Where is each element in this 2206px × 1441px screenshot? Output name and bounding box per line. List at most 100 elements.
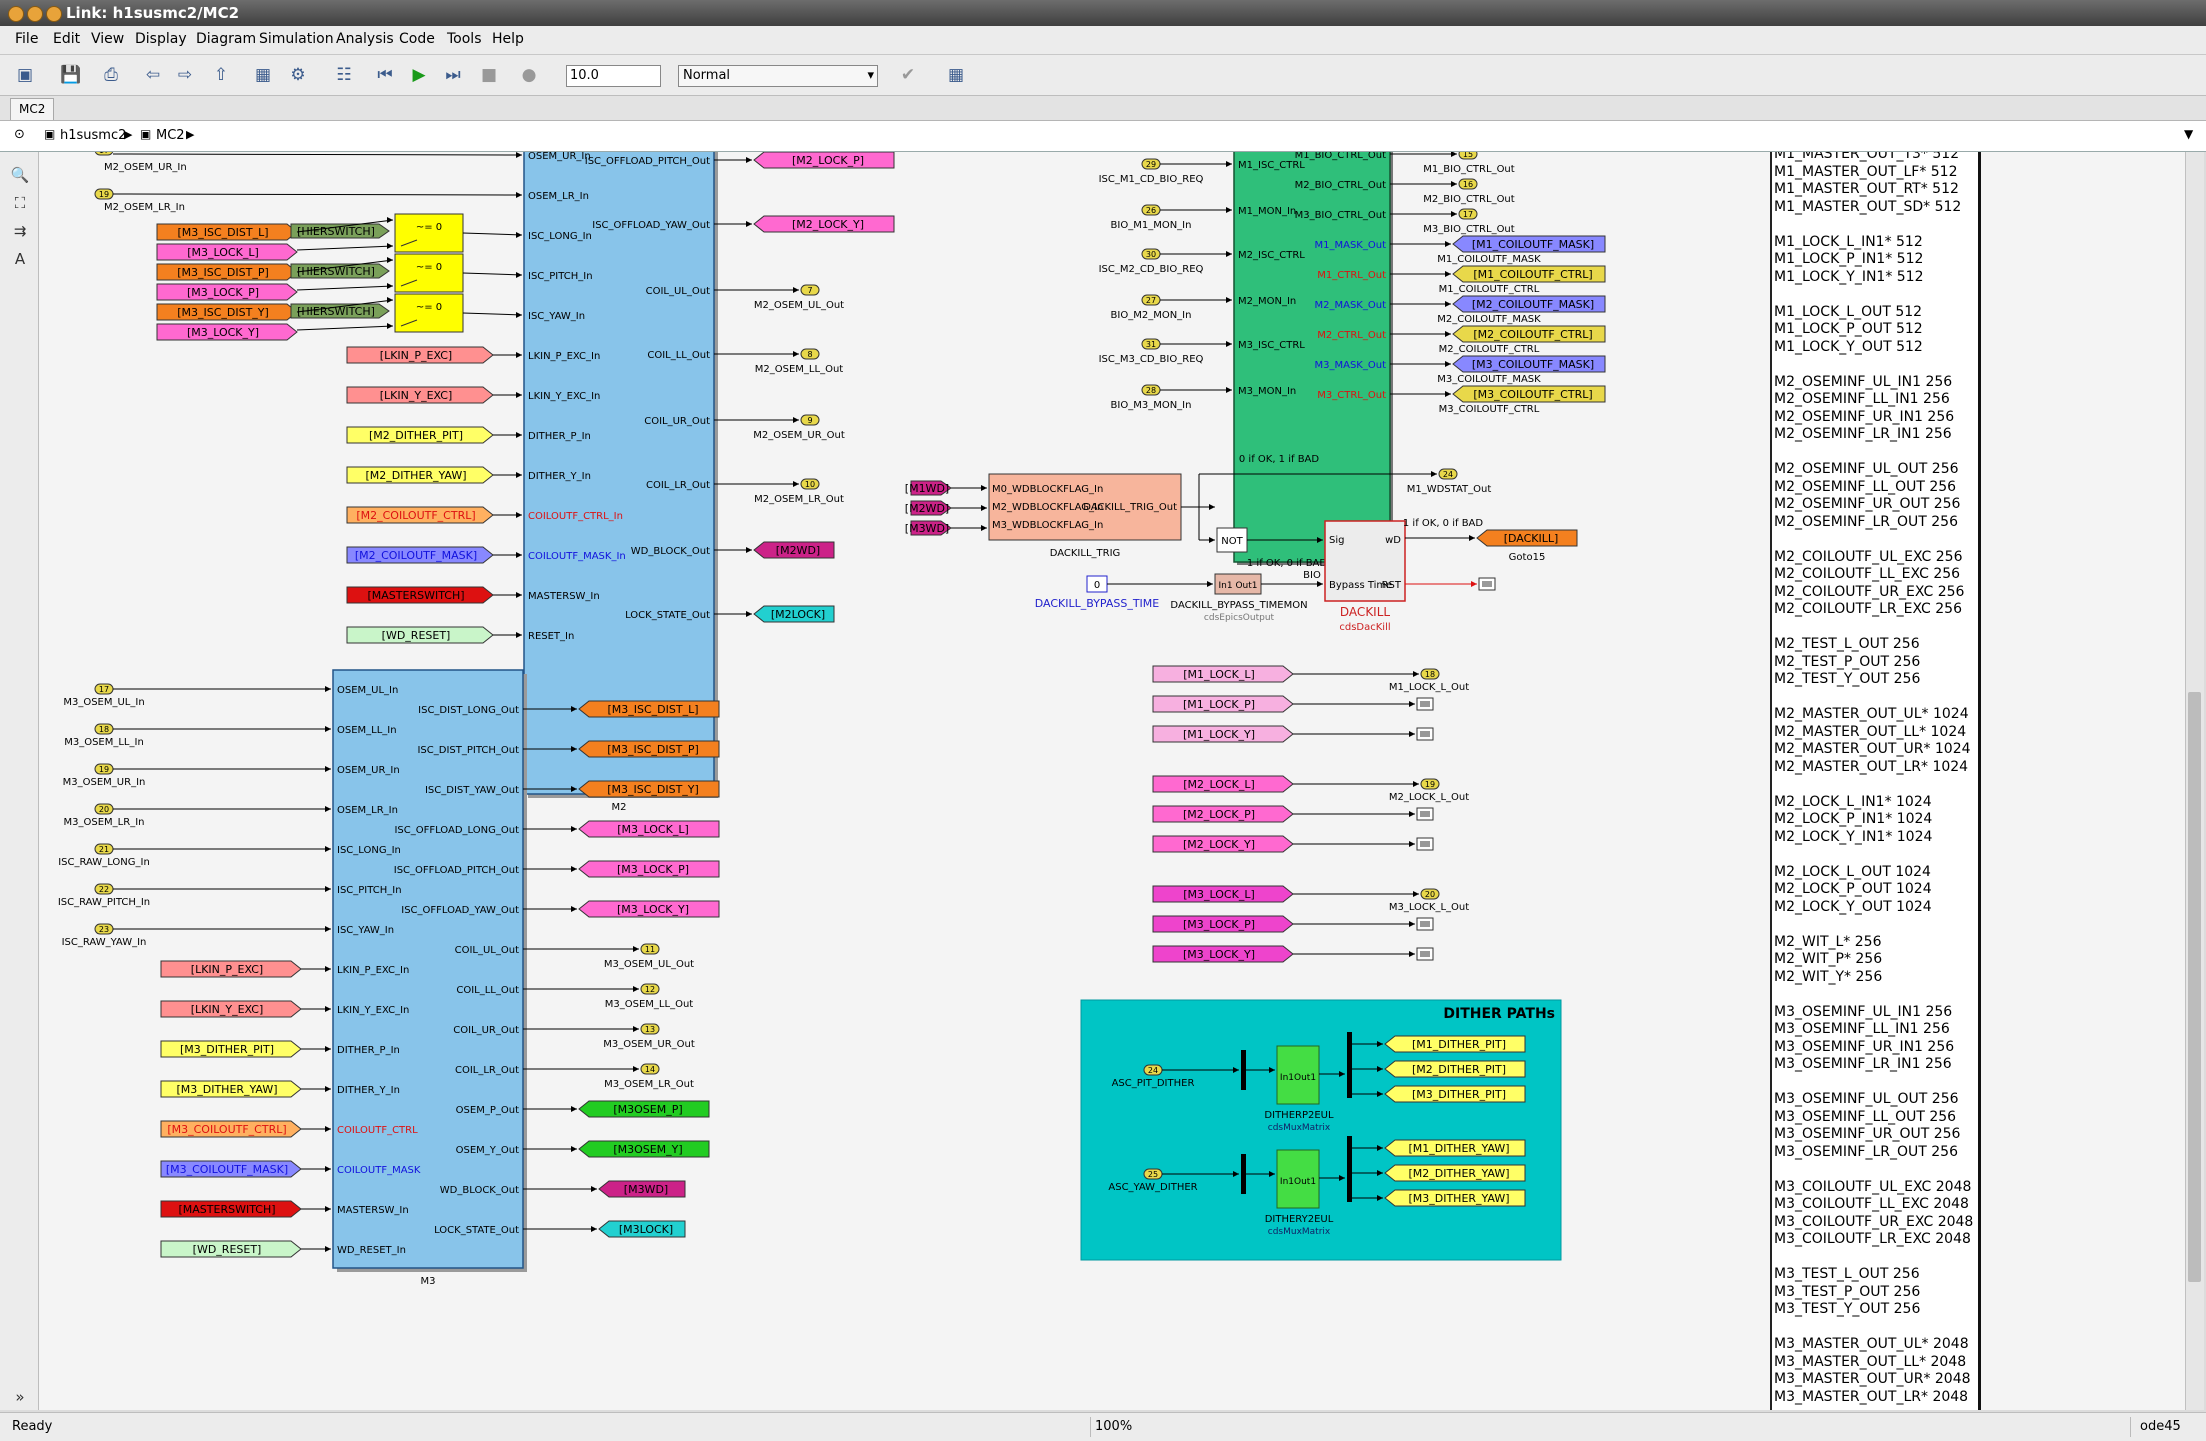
menu-file[interactable]: File <box>15 31 39 47</box>
m2-outport[interactable] <box>800 414 820 426</box>
menu-code[interactable]: Code <box>399 31 435 47</box>
vertical-scrollbar[interactable] <box>2185 152 2204 1410</box>
wdstat-outport[interactable] <box>1438 468 1458 480</box>
breadcrumb-mc2[interactable]: MC2 <box>156 128 185 143</box>
m3-goto-tag[interactable] <box>578 1140 710 1158</box>
lock-outport[interactable] <box>1420 778 1440 790</box>
bio-goto-tag[interactable] <box>1452 235 1606 253</box>
dither-pit-goto-tag[interactable] <box>1384 1060 1526 1078</box>
bio-goto-tag[interactable] <box>1452 355 1606 373</box>
step-back-icon[interactable]: ⏮ <box>377 65 393 85</box>
m3-goto-tag[interactable] <box>578 740 720 758</box>
menu-analysis[interactable]: Analysis <box>336 31 394 47</box>
stop-icon[interactable]: ■ <box>480 65 498 85</box>
hier-switch-block[interactable] <box>394 253 464 293</box>
m3-goto-tag[interactable] <box>578 700 720 718</box>
lock-outport[interactable] <box>1420 668 1440 680</box>
m3-from-tag[interactable] <box>160 1200 302 1218</box>
hier-switch-block[interactable] <box>394 213 464 253</box>
arrow-icon[interactable]: ⇉ <box>13 222 27 240</box>
step-forward-icon[interactable]: ⏭ <box>445 65 461 85</box>
m2-outport[interactable] <box>800 478 820 490</box>
dither-yaw-goto-tag[interactable] <box>1384 1164 1526 1182</box>
breadcrumb-root[interactable]: h1susmc2 <box>60 128 127 143</box>
m2-from-tag[interactable] <box>346 426 494 444</box>
lock-from-tag[interactable] <box>1152 835 1294 853</box>
save-icon[interactable]: 💾 <box>60 65 82 85</box>
m3-from-tag[interactable] <box>160 1040 302 1058</box>
lock-from-tag[interactable] <box>1152 695 1294 713</box>
m3-outport[interactable] <box>640 943 660 955</box>
m2-goto-tag[interactable] <box>753 541 835 559</box>
m2-outport[interactable] <box>800 348 820 360</box>
m2-goto-tag[interactable] <box>753 152 895 169</box>
bio-goto-tag[interactable] <box>1452 295 1606 313</box>
m2-from-tag[interactable] <box>346 546 494 564</box>
sim-mode-select[interactable]: Normal▾ <box>678 65 878 87</box>
lock-from-tag[interactable] <box>1152 775 1294 793</box>
bio-block[interactable] <box>1233 152 1391 563</box>
breadcrumb-dropdown-icon[interactable]: ▼ <box>2184 127 2194 141</box>
bio-outport[interactable] <box>1458 152 1478 160</box>
m2-from-tag[interactable] <box>346 346 494 364</box>
expand-palette-icon[interactable]: » <box>15 1388 25 1406</box>
fit-view-icon[interactable]: ⛶ <box>14 194 26 212</box>
new-model-icon[interactable]: ▣ <box>16 65 34 85</box>
m3-outport[interactable] <box>640 1023 660 1035</box>
m3-outport[interactable] <box>640 1063 660 1075</box>
dither-yaw-matrix[interactable] <box>1276 1149 1320 1209</box>
m3-from-tag[interactable] <box>160 1120 302 1138</box>
dackill-from-tag[interactable] <box>910 520 952 536</box>
minimize-window-icon[interactable] <box>27 6 43 22</box>
check-icon[interactable]: ✔ <box>900 65 916 85</box>
dither-pit-goto-tag[interactable] <box>1384 1085 1526 1103</box>
tab-mc2[interactable]: MC2 <box>10 98 55 120</box>
bio-goto-tag[interactable] <box>1452 385 1606 403</box>
dackill-goto-tag[interactable] <box>1476 529 1578 547</box>
m3-outport[interactable] <box>640 983 660 995</box>
settings-gear-icon[interactable]: ⚙ <box>290 65 306 85</box>
m3-from-tag[interactable] <box>160 1160 302 1178</box>
lock-from-tag[interactable] <box>1152 805 1294 823</box>
m3-from-tag[interactable] <box>160 1080 302 1098</box>
model-explorer-icon[interactable]: ☷ <box>336 65 352 85</box>
up-icon[interactable]: ⇧ <box>213 65 229 85</box>
menu-simulation[interactable]: Simulation <box>259 31 334 47</box>
menu-view[interactable]: View <box>91 31 125 47</box>
m3-from-tag[interactable] <box>160 1240 302 1258</box>
lock-from-tag[interactable] <box>1152 725 1294 743</box>
m3-goto-tag[interactable] <box>598 1180 686 1198</box>
m2-from-tag[interactable] <box>346 386 494 404</box>
m3-from-tag[interactable] <box>160 1000 302 1018</box>
m2-isc-from-tag[interactable] <box>156 323 298 341</box>
hide-explorer-icon[interactable]: ⊙ <box>14 127 25 142</box>
scrollbar-thumb[interactable] <box>2188 692 2201 1282</box>
dither-yaw-goto-tag[interactable] <box>1384 1189 1526 1207</box>
m3-goto-tag[interactable] <box>578 820 720 838</box>
m2-inport[interactable] <box>94 152 114 156</box>
m2-from-tag[interactable] <box>346 466 494 484</box>
record-icon[interactable]: ● <box>521 65 537 85</box>
run-icon[interactable]: ▶ <box>412 65 426 85</box>
hier-switch-block[interactable] <box>394 293 464 333</box>
annotation-icon[interactable]: A <box>14 250 26 268</box>
bio-outport[interactable] <box>1458 208 1478 220</box>
bio-goto-tag[interactable] <box>1452 325 1606 343</box>
m3-subsystem-block[interactable] <box>332 669 524 1269</box>
m2-from-tag[interactable] <box>346 626 494 644</box>
lock-from-tag[interactable] <box>1152 665 1294 683</box>
m3-goto-tag[interactable] <box>578 1100 710 1118</box>
menu-edit[interactable]: Edit <box>53 31 81 47</box>
back-icon[interactable]: ⇦ <box>145 65 161 85</box>
bio-goto-tag[interactable] <box>1452 265 1606 283</box>
menu-display[interactable]: Display <box>135 31 187 47</box>
menu-diagram[interactable]: Diagram <box>196 31 257 47</box>
stop-time-input[interactable]: 10.0 <box>566 65 661 87</box>
dither-pit-matrix[interactable] <box>1276 1045 1320 1105</box>
lock-from-tag[interactable] <box>1152 915 1294 933</box>
dackill-from-tag[interactable] <box>910 500 952 516</box>
m3-goto-tag[interactable] <box>578 780 720 798</box>
lock-from-tag[interactable] <box>1152 885 1294 903</box>
m3-from-tag[interactable] <box>160 960 302 978</box>
m2-subsystem-block[interactable] <box>523 152 715 795</box>
